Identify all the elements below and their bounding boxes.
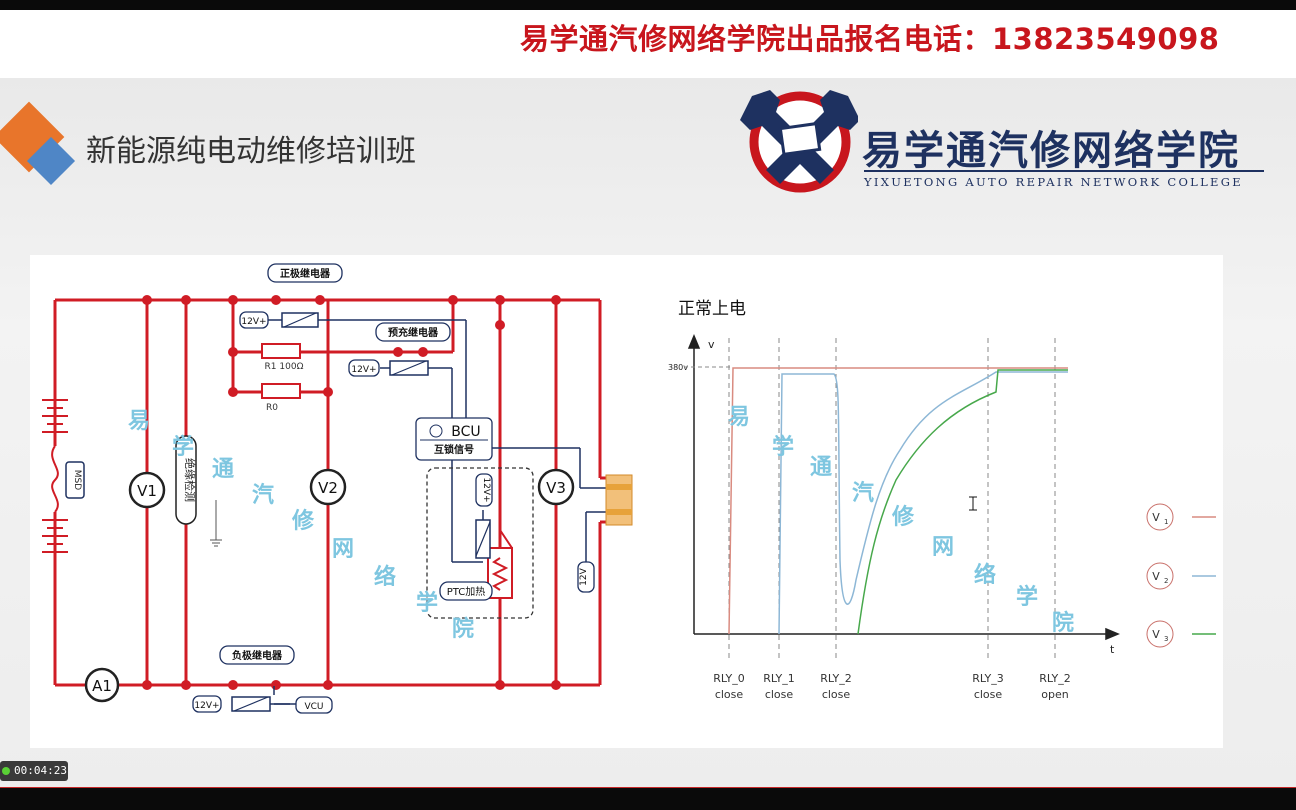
legend-label: V: [1152, 570, 1160, 583]
legend-label: V: [1152, 628, 1160, 641]
wm-char-9: 院: [1052, 610, 1074, 636]
cwm-char-5: 修: [291, 508, 315, 534]
v12-label-d: 12V+: [481, 477, 491, 502]
logo-chinese-name: 易学通汽修网络学院: [862, 127, 1240, 174]
cwm-char-1: 易: [128, 409, 150, 434]
v12-label-a: 12V+: [241, 317, 266, 327]
event-state: close: [765, 688, 794, 700]
event-name: RLY_0: [713, 672, 745, 685]
circuit-diagram: R1 100Ω R0 MSD V1 V2 V3 A1 绝缘检测: [42, 263, 633, 714]
circuit-watermark: 易 学 通 汽 修 网 络 学 院: [128, 409, 474, 642]
bottom-bar: [0, 788, 1296, 810]
event-name: RLY_1: [763, 672, 795, 685]
v2-series: [778, 371, 1068, 635]
legend-subscript: 2: [1164, 577, 1168, 585]
logo-divider: [864, 170, 1264, 172]
a1-meter: A1: [92, 677, 112, 695]
wrench-logo-icon: [740, 90, 858, 193]
insulation-label: 绝缘检测: [183, 458, 197, 502]
v2-meter: V2: [318, 479, 338, 497]
playback-time-text: 00:04:23: [14, 764, 67, 777]
neg-relay-label: 负极继电器: [232, 649, 283, 662]
logo-english-name: YIXUETONG AUTO REPAIR NETWORK COLLEGE: [864, 175, 1243, 189]
legend-subscript: 1: [1164, 518, 1168, 526]
v1-series: [728, 367, 1068, 635]
legend-marker: [1146, 562, 1174, 590]
r1-label: R1 100Ω: [265, 362, 304, 372]
cwm-char-9: 院: [452, 616, 474, 642]
x-axis-label: t: [1110, 643, 1115, 656]
slide-title: 新能源纯电动维修培训班: [86, 134, 416, 169]
bcu-label: BCU: [451, 424, 480, 440]
wm-char-4: 汽: [852, 480, 874, 506]
v12-label-b: 12V+: [351, 365, 376, 375]
r0-label: R0: [266, 403, 278, 413]
y-tick-380v: 380v: [668, 363, 688, 372]
v12-label-e: 12V: [579, 567, 589, 585]
v12-label-c: 12V+: [194, 701, 219, 711]
wm-char-1: 易: [728, 405, 750, 430]
legend-marker: [1146, 620, 1174, 648]
wm-char-2: 学: [772, 434, 794, 460]
legend-marker: [1146, 503, 1174, 531]
banner: 易学通汽修网络学院出品报名电话：13823549098: [0, 10, 1296, 78]
event-state: close: [974, 688, 1003, 700]
playback-time: 00:04:23: [0, 761, 68, 781]
chart-title: 正常上电: [678, 299, 746, 319]
ptc-label: PTC加热: [447, 585, 486, 598]
chart-watermark: 易 学 通 汽 修 网 络 学 院: [728, 405, 1074, 636]
top-bar: [0, 0, 1296, 10]
wm-char-3: 通: [810, 455, 832, 480]
v1-meter: V1: [137, 482, 157, 500]
msd-label: MSD: [72, 470, 82, 490]
cwm-char-7: 络: [374, 564, 396, 590]
wm-char-6: 网: [932, 535, 954, 560]
cwm-char-6: 网: [332, 537, 354, 562]
v3-meter: V3: [546, 479, 566, 497]
cwm-char-2: 学: [172, 434, 194, 460]
wm-char-8: 学: [1016, 584, 1038, 610]
event-name: RLY_2: [820, 672, 852, 685]
cwm-char-8: 学: [416, 590, 438, 616]
event-state: close: [822, 688, 851, 700]
status-dot-icon: [2, 767, 10, 775]
wm-char-7: 络: [974, 562, 996, 588]
cwm-char-4: 汽: [252, 482, 274, 508]
v3-series: [857, 369, 1068, 635]
wm-char-5: 修: [891, 504, 915, 530]
event-name: RLY_2: [1039, 672, 1071, 685]
legend-subscript: 3: [1164, 635, 1168, 643]
interlock-label: 互锁信号: [434, 443, 474, 456]
y-axis-label: v: [708, 338, 715, 351]
legend-label: V: [1152, 511, 1160, 524]
event-name: RLY_3: [972, 672, 1004, 685]
precharge-relay-label: 预充继电器: [388, 326, 439, 339]
event-state: open: [1041, 688, 1068, 700]
event-state: close: [715, 688, 744, 700]
pos-relay-label: 正极继电器: [280, 267, 331, 280]
cwm-char-3: 通: [212, 457, 234, 482]
banner-text: 易学通汽修网络学院出品报名电话：13823549098: [520, 22, 1220, 56]
vcu-label: VCU: [304, 702, 323, 712]
